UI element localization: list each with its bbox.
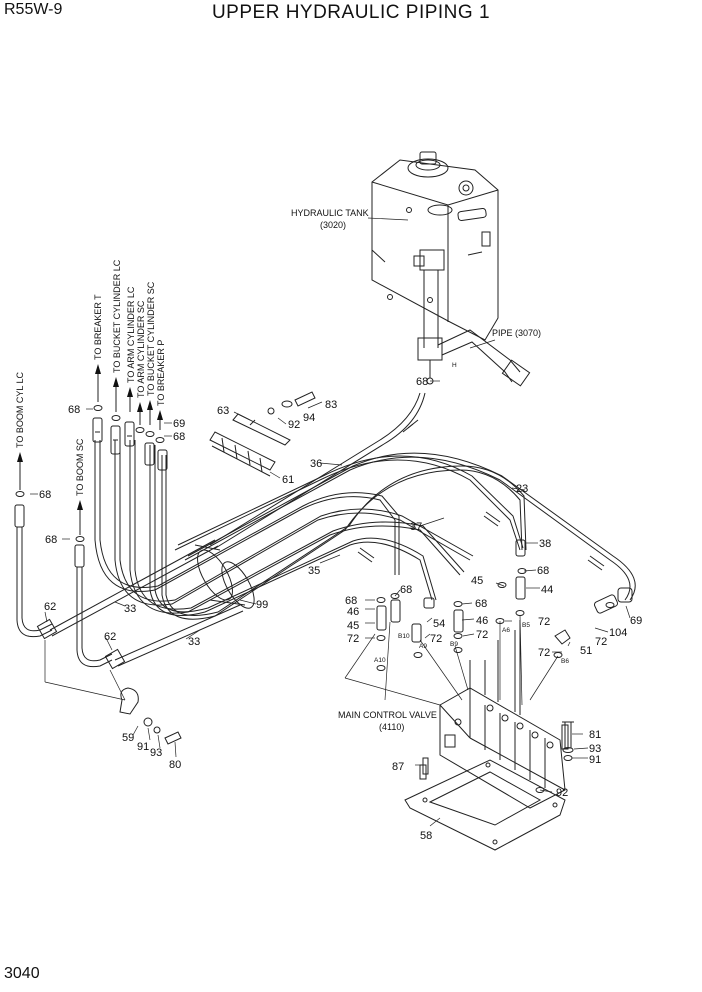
port-b6: B6 [561,658,569,665]
port-h: H [452,362,457,369]
destination-arrows [19,372,161,535]
callout-46: 46 [347,606,359,618]
callout-68: 68 [537,565,549,577]
label-to-arm-cylinder-sc: TO ARM CYLINDER SC [136,300,146,398]
label-hydraulic-tank-ref: (3020) [320,220,346,230]
callout-68: 68 [345,595,357,607]
callout-72: 72 [476,629,488,641]
label-hydraulic-tank: HYDRAULIC TANK [291,208,369,218]
main-control-valve [439,620,566,809]
callout-33: 33 [124,603,136,615]
page-number: 3040 [4,965,40,982]
callout-54: 54 [433,618,445,630]
clamp-plates [209,391,316,477]
callout-23: 23 [516,483,528,495]
port-a6: A6 [502,627,510,634]
pipe-36 [209,392,426,550]
hose-end-fittings [92,417,168,471]
callout-61: 61 [282,474,294,486]
callout-83: 83 [325,399,337,411]
model-code: R55W-9 [4,1,63,18]
callout-81: 81 [589,729,601,741]
port-b10: B10 [398,633,410,640]
label-to-boom-cyl-lc: TO BOOM CYL LC [15,371,25,448]
callout-68: 68 [45,534,57,546]
callout-44: 44 [541,584,553,596]
hydraulic-tank [371,151,531,387]
label-to-bucket-cylinder-sc: TO BUCKET CYLINDER SC [146,281,156,396]
pipe-33 [49,539,244,667]
clamp-99 [194,544,255,609]
pipe-bundle [94,440,636,620]
assembly-labels: HYDRAULIC TANK (3020) PIPE (3070) MAIN C… [291,208,541,732]
callout-72: 72 [347,633,359,645]
callout-35: 35 [308,565,320,577]
callout-69: 69 [173,418,185,430]
label-main-control-valve: MAIN CONTROL VALVE [338,710,437,720]
callout-45: 45 [347,620,359,632]
callout-68: 68 [475,598,487,610]
callout-72: 72 [538,616,550,628]
label-to-breaker-p: TO BREAKER P [156,340,166,406]
callout-99: 99 [256,599,268,611]
callout-92: 92 [288,419,300,431]
callout-51: 51 [580,645,592,657]
label-to-bucket-cylinder-lc: TO BUCKET CYLINDER LC [112,259,122,373]
port-b9: B9 [450,641,458,648]
callout-63: 63 [217,405,229,417]
callout-91: 91 [589,754,601,766]
part-callouts: 23 33 33 35 36 37 38 44 45 45 46 46 51 5… [39,376,642,842]
callout-68: 68 [68,404,80,416]
leader-lines [30,217,631,827]
callout-62: 62 [104,631,116,643]
callout-91: 91 [137,741,149,753]
callout-68: 68 [416,376,428,388]
port-b5: B5 [522,622,530,629]
port-a9: A9 [419,643,427,650]
callout-94: 94 [303,412,315,424]
label-main-control-valve-ref: (4110) [379,722,404,732]
clamp-59 [119,687,182,745]
o-rings [15,405,615,671]
callout-68: 68 [400,584,412,596]
callout-72: 72 [538,647,550,659]
callout-104: 104 [609,627,627,639]
callout-36: 36 [310,458,322,470]
callout-87: 87 [392,761,404,773]
callout-93: 93 [150,747,162,759]
callout-37: 37 [410,521,422,533]
callout-80: 80 [169,759,181,771]
destination-labels: TO BOOM CYL LC TO BOOM SC TO BREAKER T T… [15,259,166,496]
callout-69: 69 [630,615,642,627]
callout-38: 38 [539,538,551,550]
callout-59: 59 [122,732,134,744]
page-title: UPPER HYDRAULIC PIPING 1 [211,2,491,23]
callout-45: 45 [471,575,483,587]
port-a10: A10 [374,657,386,664]
label-to-arm-cylinder-lc: TO ARM CYLINDER LC [126,286,136,383]
callout-33: 33 [188,636,200,648]
callout-93: 93 [589,743,601,755]
callout-68: 68 [39,489,51,501]
boom-hose-62 [14,504,126,670]
label-to-breaker-t: TO BREAKER T [93,294,103,360]
callout-46: 46 [476,615,488,627]
callout-58: 58 [420,830,432,842]
callout-92: 92 [556,787,568,799]
label-to-boom-sc: TO BOOM SC [75,438,85,496]
adapters [376,539,633,645]
label-pipe: PIPE (3070) [492,328,541,338]
callout-62: 62 [44,601,56,613]
callout-72: 72 [430,633,442,645]
callout-68: 68 [173,431,185,443]
callout-72: 72 [595,636,607,648]
port-labels: A10 B10 A9 B9 A6 B5 B6 H [374,362,569,665]
